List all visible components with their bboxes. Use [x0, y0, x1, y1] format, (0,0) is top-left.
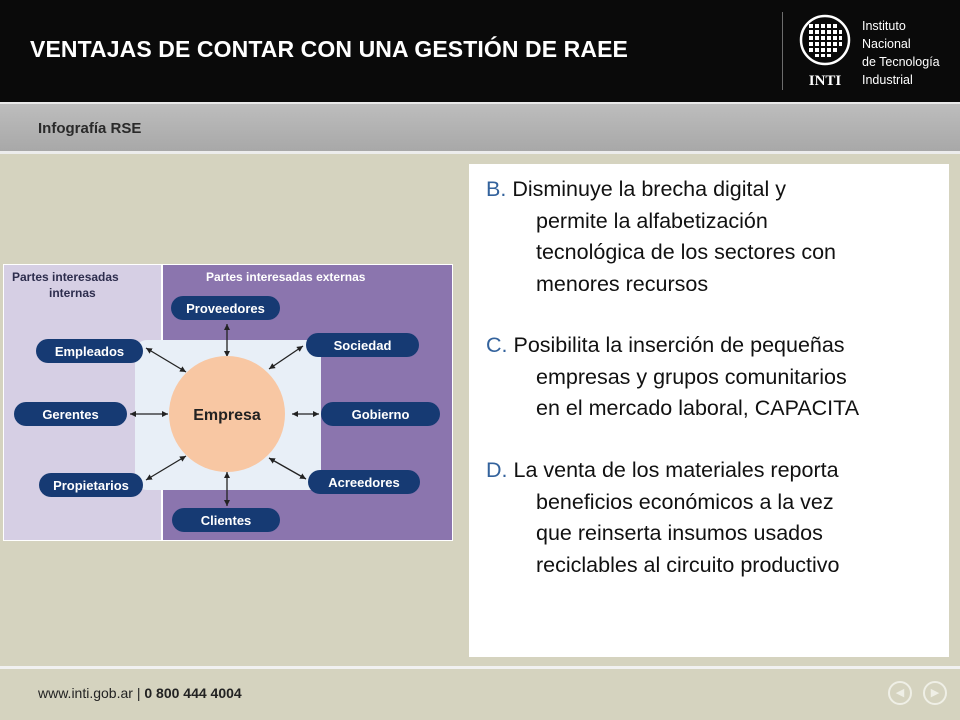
node-pill — [306, 333, 419, 357]
item-line: permite la alfabetización — [536, 208, 768, 233]
node-clientes: Clientes — [201, 513, 252, 528]
footer-bar: www.inti.gob.ar | 0 800 444 4004 ◀ ▶ — [0, 669, 960, 720]
company-label: Empresa — [193, 407, 261, 424]
slide-subtitle: Infografía RSE — [38, 120, 142, 137]
inti-logo-icon: INTI — [799, 14, 851, 89]
logo-line: Instituto — [862, 19, 906, 33]
item-text: La venta de los materiales reporta — [513, 458, 839, 482]
node-empleados: Empleados — [55, 344, 124, 359]
node-pill — [308, 470, 420, 494]
logo-line: de Tecnología — [862, 55, 940, 69]
node-pill — [39, 473, 143, 497]
slide-title: VENTAJAS DE CONTAR CON UNA GESTIÓN DE RA… — [30, 36, 628, 62]
item-line: tecnológica de los sectores con — [536, 240, 836, 264]
item-c: C. Posibilita la inserción de pequeñas e… — [486, 330, 859, 425]
logo-line: Nacional — [862, 37, 911, 51]
item-text: Posibilita la inserción de pequeñas — [513, 333, 845, 357]
logo-divider — [782, 12, 783, 90]
item-line: beneficios económicos a la vez — [536, 489, 834, 514]
item-line: reciclables al circuito productivo — [536, 552, 840, 577]
item-text: Disminuye la brecha digital y — [512, 177, 786, 201]
item-line: D. La venta de los materiales reporta — [486, 455, 840, 487]
node-pill — [321, 402, 440, 426]
node-gobierno: Gobierno — [352, 407, 410, 422]
node-proveedores: Proveedores — [186, 301, 265, 316]
node-acreedores: Acreedores — [328, 475, 400, 490]
stakeholder-diagram: Partes interesadas internas Partes inter… — [3, 264, 453, 541]
next-button[interactable]: ▶ — [923, 681, 947, 705]
item-letter: C. — [486, 333, 508, 357]
footer-url[interactable]: www.inti.gob.ar — [38, 685, 133, 701]
header-bar: VENTAJAS DE CONTAR CON UNA GESTIÓN DE RA… — [0, 0, 960, 102]
logo-line: Industrial — [862, 73, 913, 87]
arrow — [268, 345, 304, 370]
item-letter: D. — [486, 458, 508, 482]
node-pill — [171, 296, 280, 320]
node-pill — [172, 508, 280, 532]
prev-button[interactable]: ◀ — [888, 681, 912, 705]
node-pill — [14, 402, 127, 426]
arrow — [268, 457, 307, 480]
node-pill — [36, 339, 143, 363]
item-letter: B. — [486, 177, 507, 201]
logo-abbr: INTI — [809, 73, 842, 89]
logo-text: Instituto Nacional de Tecnología Industr… — [862, 17, 940, 89]
arrow — [145, 347, 187, 373]
node-sociedad: Sociedad — [334, 338, 392, 353]
internal-title-line: Partes interesadas — [12, 270, 119, 284]
item-d: D. La venta de los materiales reporta be… — [486, 455, 840, 581]
item-line: en el mercado laboral, CAPACITA — [536, 396, 860, 420]
item-b: B. Disminuye la brecha digital y permite… — [486, 174, 836, 300]
footer-phone: 0 800 444 4004 — [144, 685, 242, 701]
external-title: Partes interesadas externas — [206, 270, 366, 284]
item-line: que reinserta insumos usados — [536, 521, 823, 545]
item-line: empresas y grupos comunitarios — [536, 364, 847, 389]
footer-contact: www.inti.gob.ar | 0 800 444 4004 — [38, 685, 242, 701]
internal-title-line: internas — [49, 286, 96, 300]
footer-divider — [0, 666, 960, 669]
footer-separator: | — [136, 685, 141, 701]
company-circle — [169, 356, 285, 472]
node-propietarios: Propietarios — [53, 478, 129, 493]
next-icon: ▶ — [930, 687, 940, 699]
subheader-bar: Infografía RSE — [0, 102, 960, 154]
text-panel: B. Disminuye la brecha digital y permite… — [469, 164, 949, 657]
item-line: B. Disminuye la brecha digital y — [486, 174, 836, 206]
item-line: C. Posibilita la inserción de pequeñas — [486, 330, 859, 362]
node-gerentes: Gerentes — [42, 407, 98, 422]
arrow — [145, 455, 187, 481]
prev-icon: ◀ — [895, 687, 905, 699]
item-line: menores recursos — [536, 271, 709, 296]
